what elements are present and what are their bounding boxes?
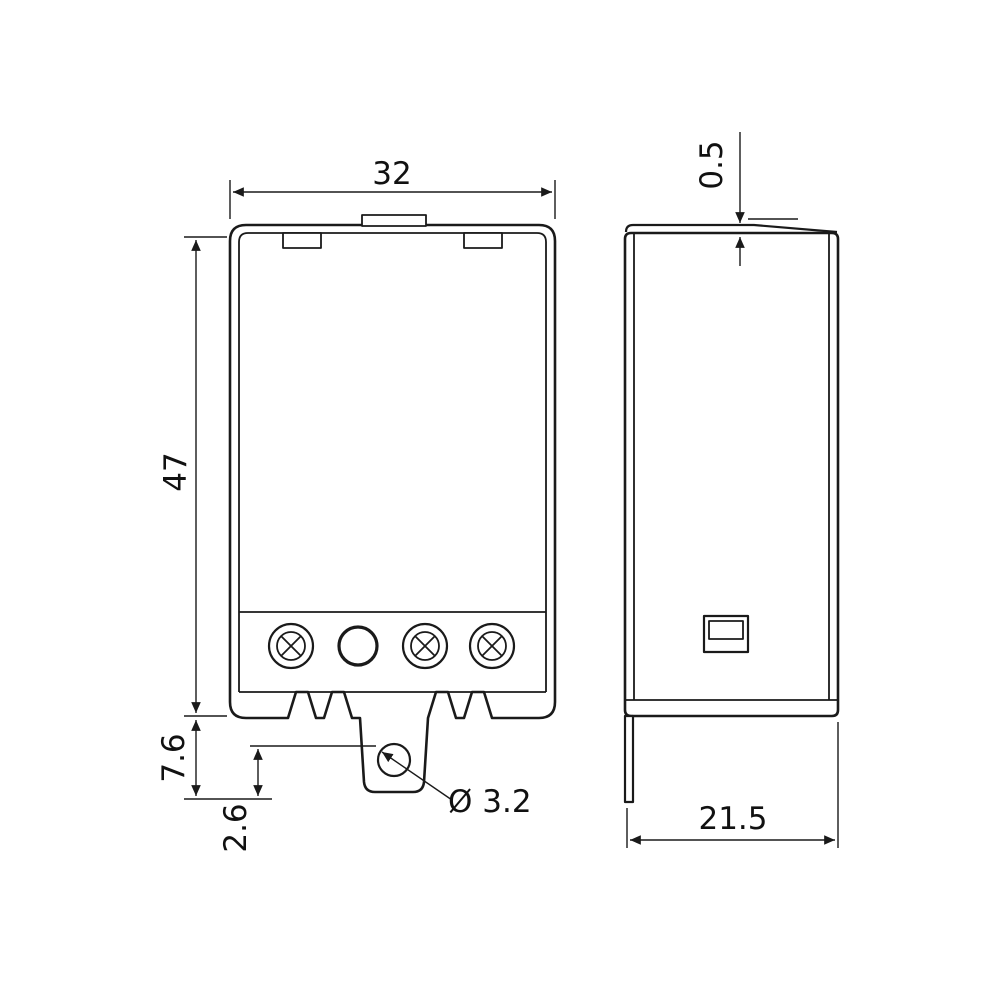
front-body-outline (228, 223, 557, 794)
front-view (228, 214, 557, 794)
mounting-hole (376, 742, 412, 778)
screw-cross-line (280, 635, 302, 657)
screw-inner-ring (477, 631, 507, 661)
dimension-label-hole-diameter: Ø 3.2 (448, 784, 532, 820)
front-clip-left (282, 232, 322, 249)
dimension-label-cover-step: 0.5 (694, 140, 730, 189)
leader-line (381, 751, 453, 801)
screw-inner-ring (276, 631, 306, 661)
dimension-mount-foot: 7.6 (156, 720, 272, 800)
terminal-hole (337, 625, 379, 667)
screw-inner-ring (410, 631, 440, 661)
side-indicator-inner (708, 620, 744, 640)
dimension-label-front-height: 47 (158, 452, 194, 491)
dimension-label-mount-foot: 7.6 (156, 733, 192, 782)
screw-outer-ring (267, 622, 315, 670)
side-mounting-tab (623, 714, 635, 804)
screw-outer-ring (468, 622, 516, 670)
screw-terminal-1 (267, 622, 315, 670)
front-clip-right (463, 232, 503, 249)
dimension-label-front-width: 32 (372, 156, 411, 192)
screw-terminal-3 (468, 622, 516, 670)
front-inner-outline (238, 232, 547, 692)
dimension-body-depth: 21.5 (626, 722, 839, 848)
dimension-label-hole-offset: 2.6 (218, 803, 254, 852)
dimension-hole-offset: 2.6 (218, 745, 376, 853)
dimension-hole-diameter: Ø 3.2 (381, 751, 532, 820)
dimension-front-width: 32 (229, 156, 556, 219)
top-latch-tab (361, 214, 427, 227)
side-body-outline (623, 231, 840, 718)
dimension-front-height: 47 (158, 236, 227, 717)
screw-cross-line (481, 635, 503, 657)
screw-terminal-2 (401, 622, 449, 670)
side-cover-step-line (624, 223, 838, 234)
dimension-label-body-depth: 21.5 (698, 801, 767, 837)
screw-outer-ring (401, 622, 449, 670)
side-view (623, 223, 840, 804)
screw-cross-line (414, 635, 436, 657)
dimension-cover-step: 0.5 (694, 132, 798, 266)
